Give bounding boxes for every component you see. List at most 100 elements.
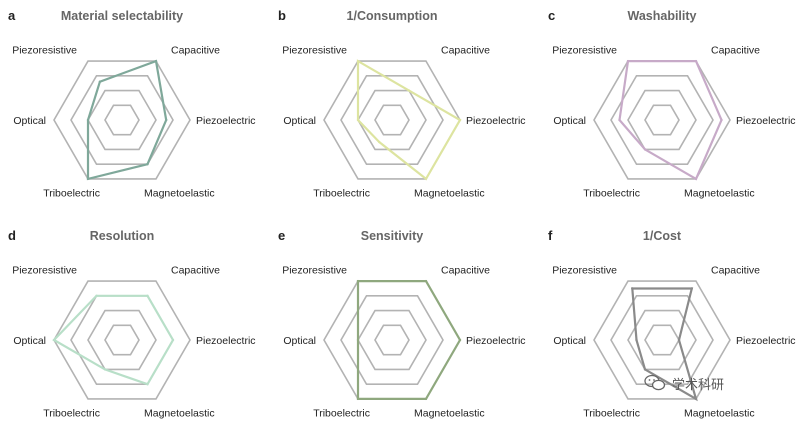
data-point-capacitive [694,59,698,63]
axis-label-piezoelectric: Piezoelectric [196,115,256,127]
grid-ring-1 [374,324,410,356]
axis-label-optical: Optical [283,335,316,347]
axis-label-piezoelectric: Piezoelectric [736,115,796,127]
axis-label-capacitive: Capacitive [441,264,490,276]
data-point-optical [635,338,638,342]
panel-title: Resolution [90,229,155,243]
grid-ring-4 [53,280,191,400]
data-point-triboelectric [86,177,90,181]
grid-ring-4 [323,60,461,180]
axis-label-magnetoelastic: Magnetoelastic [684,407,755,419]
axis-label-piezoresistive: Piezoresistive [282,264,347,276]
panel-letter: c [548,8,555,23]
panel-letter: e [278,228,285,243]
axis-label-optical: Optical [553,115,586,127]
panel-title: Sensitivity [361,229,424,243]
data-point-triboelectric [643,148,647,151]
data-point-optical [356,338,360,342]
grid-ring-1 [644,104,680,136]
panel-title: 1/Consumption [347,9,438,23]
grid-ring-3 [340,294,444,386]
grid-ring-4 [593,280,731,400]
grid-ring-2 [87,89,157,151]
grid-ring-4 [53,60,191,180]
axis-label-optical: Optical [13,115,46,127]
axis-label-optical: Optical [13,335,46,347]
grid-ring-3 [70,75,174,165]
data-point-magnetoelastic [146,163,149,166]
grid-ring-1 [104,104,140,136]
data-series-line [86,59,168,181]
data-point-capacitive [407,89,411,92]
data-point-magnetoelastic [146,383,149,386]
axis-label-piezoresistive: Piezoresistive [552,44,617,56]
axis-label-capacitive: Capacitive [711,44,760,56]
axis-label-magnetoelastic: Magnetoelastic [144,407,215,419]
data-point-triboelectric [356,397,360,401]
grid-ring-2 [87,309,157,371]
axis-label-magnetoelastic: Magnetoelastic [414,407,485,419]
grid-ring-1 [374,104,410,136]
data-point-piezoelectric [458,118,462,122]
data-point-magnetoelastic [694,177,698,181]
grid-ring-1 [644,324,680,356]
data-point-piezoelectric [171,338,175,342]
panel-letter: f [548,228,553,243]
radar-panel-a: a Material selectabilityCapacitivePiezoel… [8,8,256,199]
panel-title: Material selectability [61,9,183,23]
axis-label-magnetoelastic: Magnetoelastic [414,187,485,199]
axis-label-piezoelectric: Piezoelectric [466,335,526,347]
panel-letter: b [278,8,286,23]
axis-label-triboelectric: Triboelectric [43,407,100,419]
axis-label-capacitive: Capacitive [711,264,760,276]
axis-label-piezoresistive: Piezoresistive [12,44,77,56]
data-point-piezoresistive [356,279,360,283]
wechat-icon [644,374,666,391]
grid-ring-2 [357,309,427,371]
panel-title: 1/Cost [643,229,682,243]
axis-label-optical: Optical [283,115,316,127]
data-point-piezoresistive [631,287,634,290]
grid-ring-4 [593,60,731,180]
axis-label-capacitive: Capacitive [171,264,220,276]
data-point-optical [356,118,360,122]
data-point-piezoelectric [677,338,681,342]
data-point-triboelectric [378,140,381,144]
data-point-magnetoelastic [694,397,698,401]
data-point-capacitive [690,287,693,290]
axis-label-capacitive: Capacitive [171,44,220,56]
axis-label-triboelectric: Triboelectric [313,187,370,199]
watermark-text: 学术科研 [672,377,725,393]
data-point-piezoresistive [356,59,360,63]
grid-ring-3 [340,75,444,165]
data-point-triboelectric [643,368,647,371]
axis-label-triboelectric: Triboelectric [583,187,640,199]
grid-ring-4 [323,280,461,400]
radar-panel-f: f 1/CostCapacitivePiezoelectricMagnetoela… [548,228,796,419]
radar-panel-e: e SensitivityCapacitivePiezoelectricMagne… [278,228,526,419]
data-point-optical [86,118,90,122]
data-point-piezoresistive [98,80,102,83]
data-point-optical [618,118,621,122]
data-point-piezoelectric [720,118,723,122]
axis-label-triboelectric: Triboelectric [43,187,100,199]
axis-label-triboelectric: Triboelectric [583,407,640,419]
watermark: 学术科研 [644,370,794,396]
grid-ring-3 [70,294,174,386]
axis-label-triboelectric: Triboelectric [313,407,370,419]
panel-letter: a [8,8,16,23]
data-point-magnetoelastic [424,397,428,401]
radar-panel-d: d ResolutionCapacitivePiezoelectricMagnet… [8,228,256,419]
grid-ring-2 [357,89,427,151]
data-point-capacitive [146,294,149,297]
data-point-piezoresistive [95,294,98,297]
panel-letter: d [8,228,16,243]
data-point-piezoelectric [458,338,462,342]
data-point-optical [52,338,56,342]
axis-label-piezoelectric: Piezoelectric [196,335,256,347]
grid-ring-1 [104,324,140,356]
grid-ring-3 [610,294,714,386]
axis-label-piezoelectric: Piezoelectric [736,335,796,347]
axis-label-piezoresistive: Piezoresistive [12,264,77,276]
